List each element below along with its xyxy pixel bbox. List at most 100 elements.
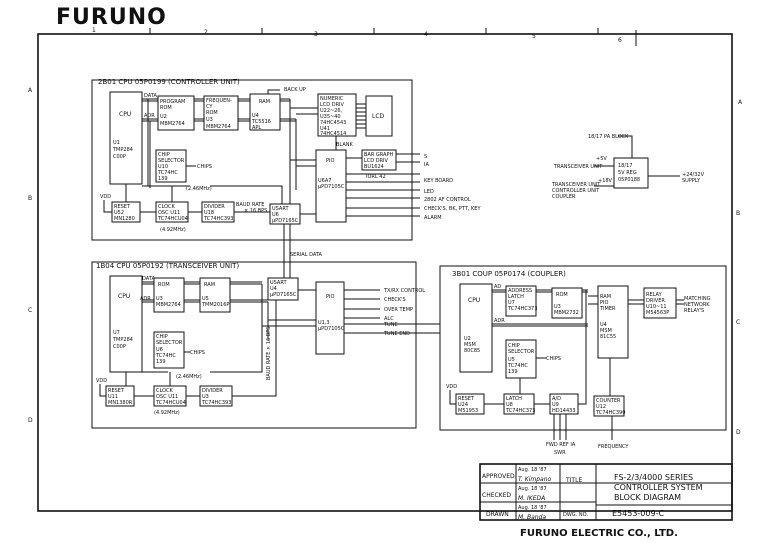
svg-text:M51953: M51953 — [458, 408, 478, 414]
svg-text:RAM: RAM — [259, 99, 270, 105]
svg-text:U7: U7 — [113, 330, 120, 336]
svg-text:RESET: RESET — [458, 396, 475, 402]
tx-chips-label: CHIPS — [190, 350, 205, 356]
svg-text:FREQUEN-: FREQUEN- — [206, 98, 232, 104]
ctrl-bar-graph-driver — [361, 149, 397, 171]
ctrl-numeric-lcd-driver — [317, 93, 357, 137]
svg-text:TC5516: TC5516 — [251, 119, 271, 125]
cp-address-latch — [505, 285, 537, 317]
pa-block: 18/17 PA BLOCK — [588, 134, 629, 140]
ctrl-signals: S IA KEY BOARD LED 2802 AF CONTROL CHECK… — [424, 154, 481, 221]
svg-text:TX/RX CONTROL: TX/RX CONTROL — [383, 288, 425, 294]
svg-text:ALC: ALC — [384, 316, 394, 322]
svg-text:U10~11: U10~11 — [646, 304, 667, 310]
svg-text:OVER TEMP: OVER TEMP — [384, 307, 413, 313]
tx-adr-label: ADR — [140, 296, 151, 302]
svg-text:KEY BOARD: KEY BOARD — [424, 178, 453, 184]
svg-text:OSC U11: OSC U11 — [158, 210, 180, 216]
svg-text:ROM: ROM — [160, 105, 172, 111]
svg-text:MN1380R: MN1380R — [108, 400, 133, 406]
svg-text:139: 139 — [508, 369, 518, 375]
svg-text:USART: USART — [270, 280, 287, 286]
tx-chip-selector — [153, 331, 185, 369]
svg-text:BU1624: BU1624 — [364, 164, 384, 170]
row-a-right: A — [738, 99, 743, 106]
ctrl-lcd-label: LCD — [372, 113, 385, 120]
svg-text:U9: U9 — [552, 402, 559, 408]
svg-text:MN1280: MN1280 — [114, 216, 135, 222]
svg-text:LATCH: LATCH — [508, 294, 524, 300]
svg-text:CLOCK: CLOCK — [156, 388, 174, 394]
svg-text:COUPLER: COUPLER — [552, 194, 576, 200]
svg-text:U12: U12 — [596, 404, 606, 410]
svg-text:CHIP: CHIP — [158, 152, 170, 158]
svg-text:NUMERIC: NUMERIC — [320, 96, 344, 102]
svg-text:DRIVER: DRIVER — [646, 298, 665, 304]
ctrl-mhz: (4.92MHz) — [160, 227, 186, 233]
svg-text:OSC U11: OSC U11 — [156, 394, 178, 400]
svg-text:U2: U2 — [464, 336, 471, 342]
svg-text:CY: CY — [206, 104, 213, 110]
svg-text:TC74HC: TC74HC — [155, 353, 176, 359]
serial-data-label: SERIAL DATA — [290, 252, 323, 258]
row-c-left: C — [28, 307, 32, 314]
svg-text:RESET: RESET — [108, 388, 125, 394]
col-6: 6 — [618, 37, 622, 44]
dwg-number: E5453-009-C — [612, 509, 664, 518]
svg-text:APL: APL — [252, 125, 261, 131]
svg-text:U7: U7 — [508, 300, 515, 306]
svg-text:CHECK'S, BK, PTT, KEY: CHECK'S, BK, PTT, KEY — [424, 206, 481, 212]
tx-data-label: DATA — [142, 276, 155, 282]
svg-text:RELAY: RELAY — [646, 292, 663, 298]
svg-text:5V REG: 5V REG — [618, 170, 637, 176]
svg-text:U6: U6 — [272, 212, 279, 218]
ctrl-backup-label: BACK UP — [284, 87, 306, 93]
svg-text:RAM: RAM — [600, 294, 611, 300]
ctrl-data-label: DATA — [144, 93, 157, 99]
cp-relay-driver — [643, 287, 677, 319]
col-5: 5 — [532, 33, 536, 40]
svg-text:TC74HC373: TC74HC373 — [505, 408, 535, 414]
svg-text:RELAY'S: RELAY'S — [684, 308, 704, 314]
power-section: 18/17 PA BLOCK TRANSCEIVER UNIT +5V 18/1… — [551, 134, 705, 200]
ctrl-program-rom — [157, 95, 195, 131]
ctrl-u1-1: TMP284 — [112, 147, 133, 153]
svg-text:U5: U5 — [202, 296, 209, 302]
col-3: 3 — [314, 31, 318, 38]
svg-text:μPD7165C: μPD7165C — [272, 218, 299, 224]
tx-cpu — [109, 275, 143, 373]
svg-text:U4: U4 — [270, 286, 277, 292]
svg-text:U22~26,: U22~26, — [320, 108, 343, 114]
approved-signature: T. Kimpano — [518, 476, 552, 483]
cp-vdd: VDD — [446, 384, 457, 390]
svg-text:MSM: MSM — [464, 342, 476, 348]
cp-fwd-label: FWD REF IA — [546, 442, 576, 448]
cp-cpu — [459, 283, 493, 373]
svg-text:MSM: MSM — [600, 328, 612, 334]
title-line-1: FS-2/3/4000 SERIES — [614, 473, 693, 482]
svg-text:μPD7165C: μPD7165C — [270, 292, 297, 298]
svg-text:NETWORK: NETWORK — [684, 302, 710, 308]
svg-text:U6: U6 — [156, 347, 163, 353]
svg-text:LATCH: LATCH — [506, 396, 522, 402]
svg-text:U3: U3 — [554, 304, 561, 310]
svg-text:U24: U24 — [458, 402, 468, 408]
cp-chip-selector — [505, 339, 537, 379]
